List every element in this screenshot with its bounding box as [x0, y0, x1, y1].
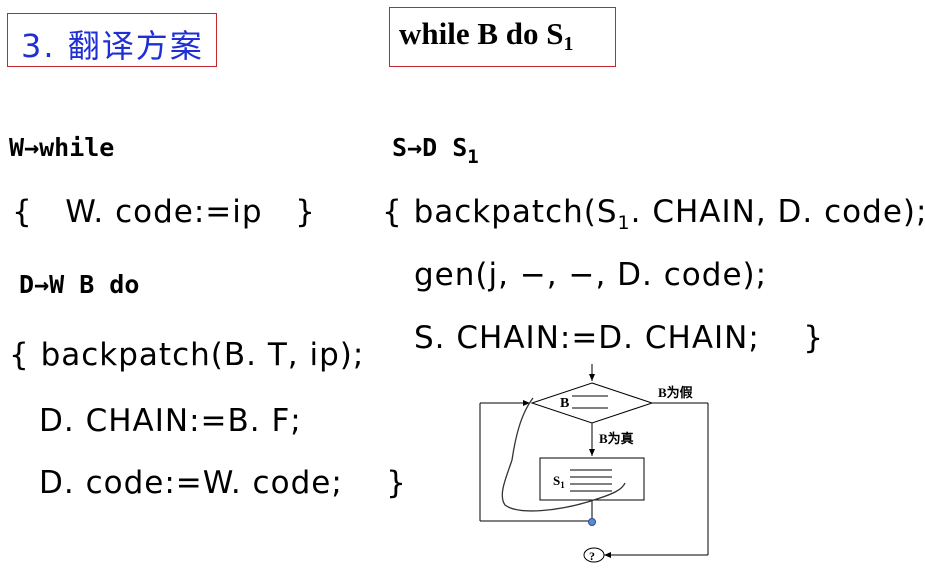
true-label: B为真 [599, 431, 634, 446]
production-w: W→while [9, 133, 115, 162]
statement-box: while B do S1 [389, 7, 616, 67]
section-title: 3. 翻译方案 [21, 27, 204, 65]
action-d-line3: D. code:=W. code; } [39, 465, 407, 501]
action-s-line3: S. CHAIN:=D. CHAIN; } [414, 320, 824, 356]
body-label: S1 [553, 473, 565, 490]
action-d-line2: D. CHAIN:=B. F; [39, 403, 302, 439]
section-title-box: 3. 翻译方案 [7, 13, 217, 67]
action-s-line2: gen(j, −, −, D. code); [414, 257, 768, 293]
production-s: S→D S1 [392, 133, 479, 168]
loop-body-box [539, 457, 645, 501]
condition-diamond [530, 382, 654, 424]
join-point [588, 518, 596, 526]
exit-node [583, 547, 605, 563]
action-s-line1: { backpatch(S1. CHAIN, D. code); [382, 194, 925, 234]
action-d-line1: { backpatch(B. T, ip); [9, 337, 365, 373]
false-label: B为假 [658, 385, 694, 400]
action-w: { W. code:=ip } [12, 194, 316, 230]
production-d: D→W B do [19, 270, 140, 299]
condition-label: B [560, 396, 569, 411]
statement-text: while B do S1 [399, 16, 574, 55]
handwritten-annotation [501, 397, 626, 512]
exit-label: ? [589, 549, 595, 563]
